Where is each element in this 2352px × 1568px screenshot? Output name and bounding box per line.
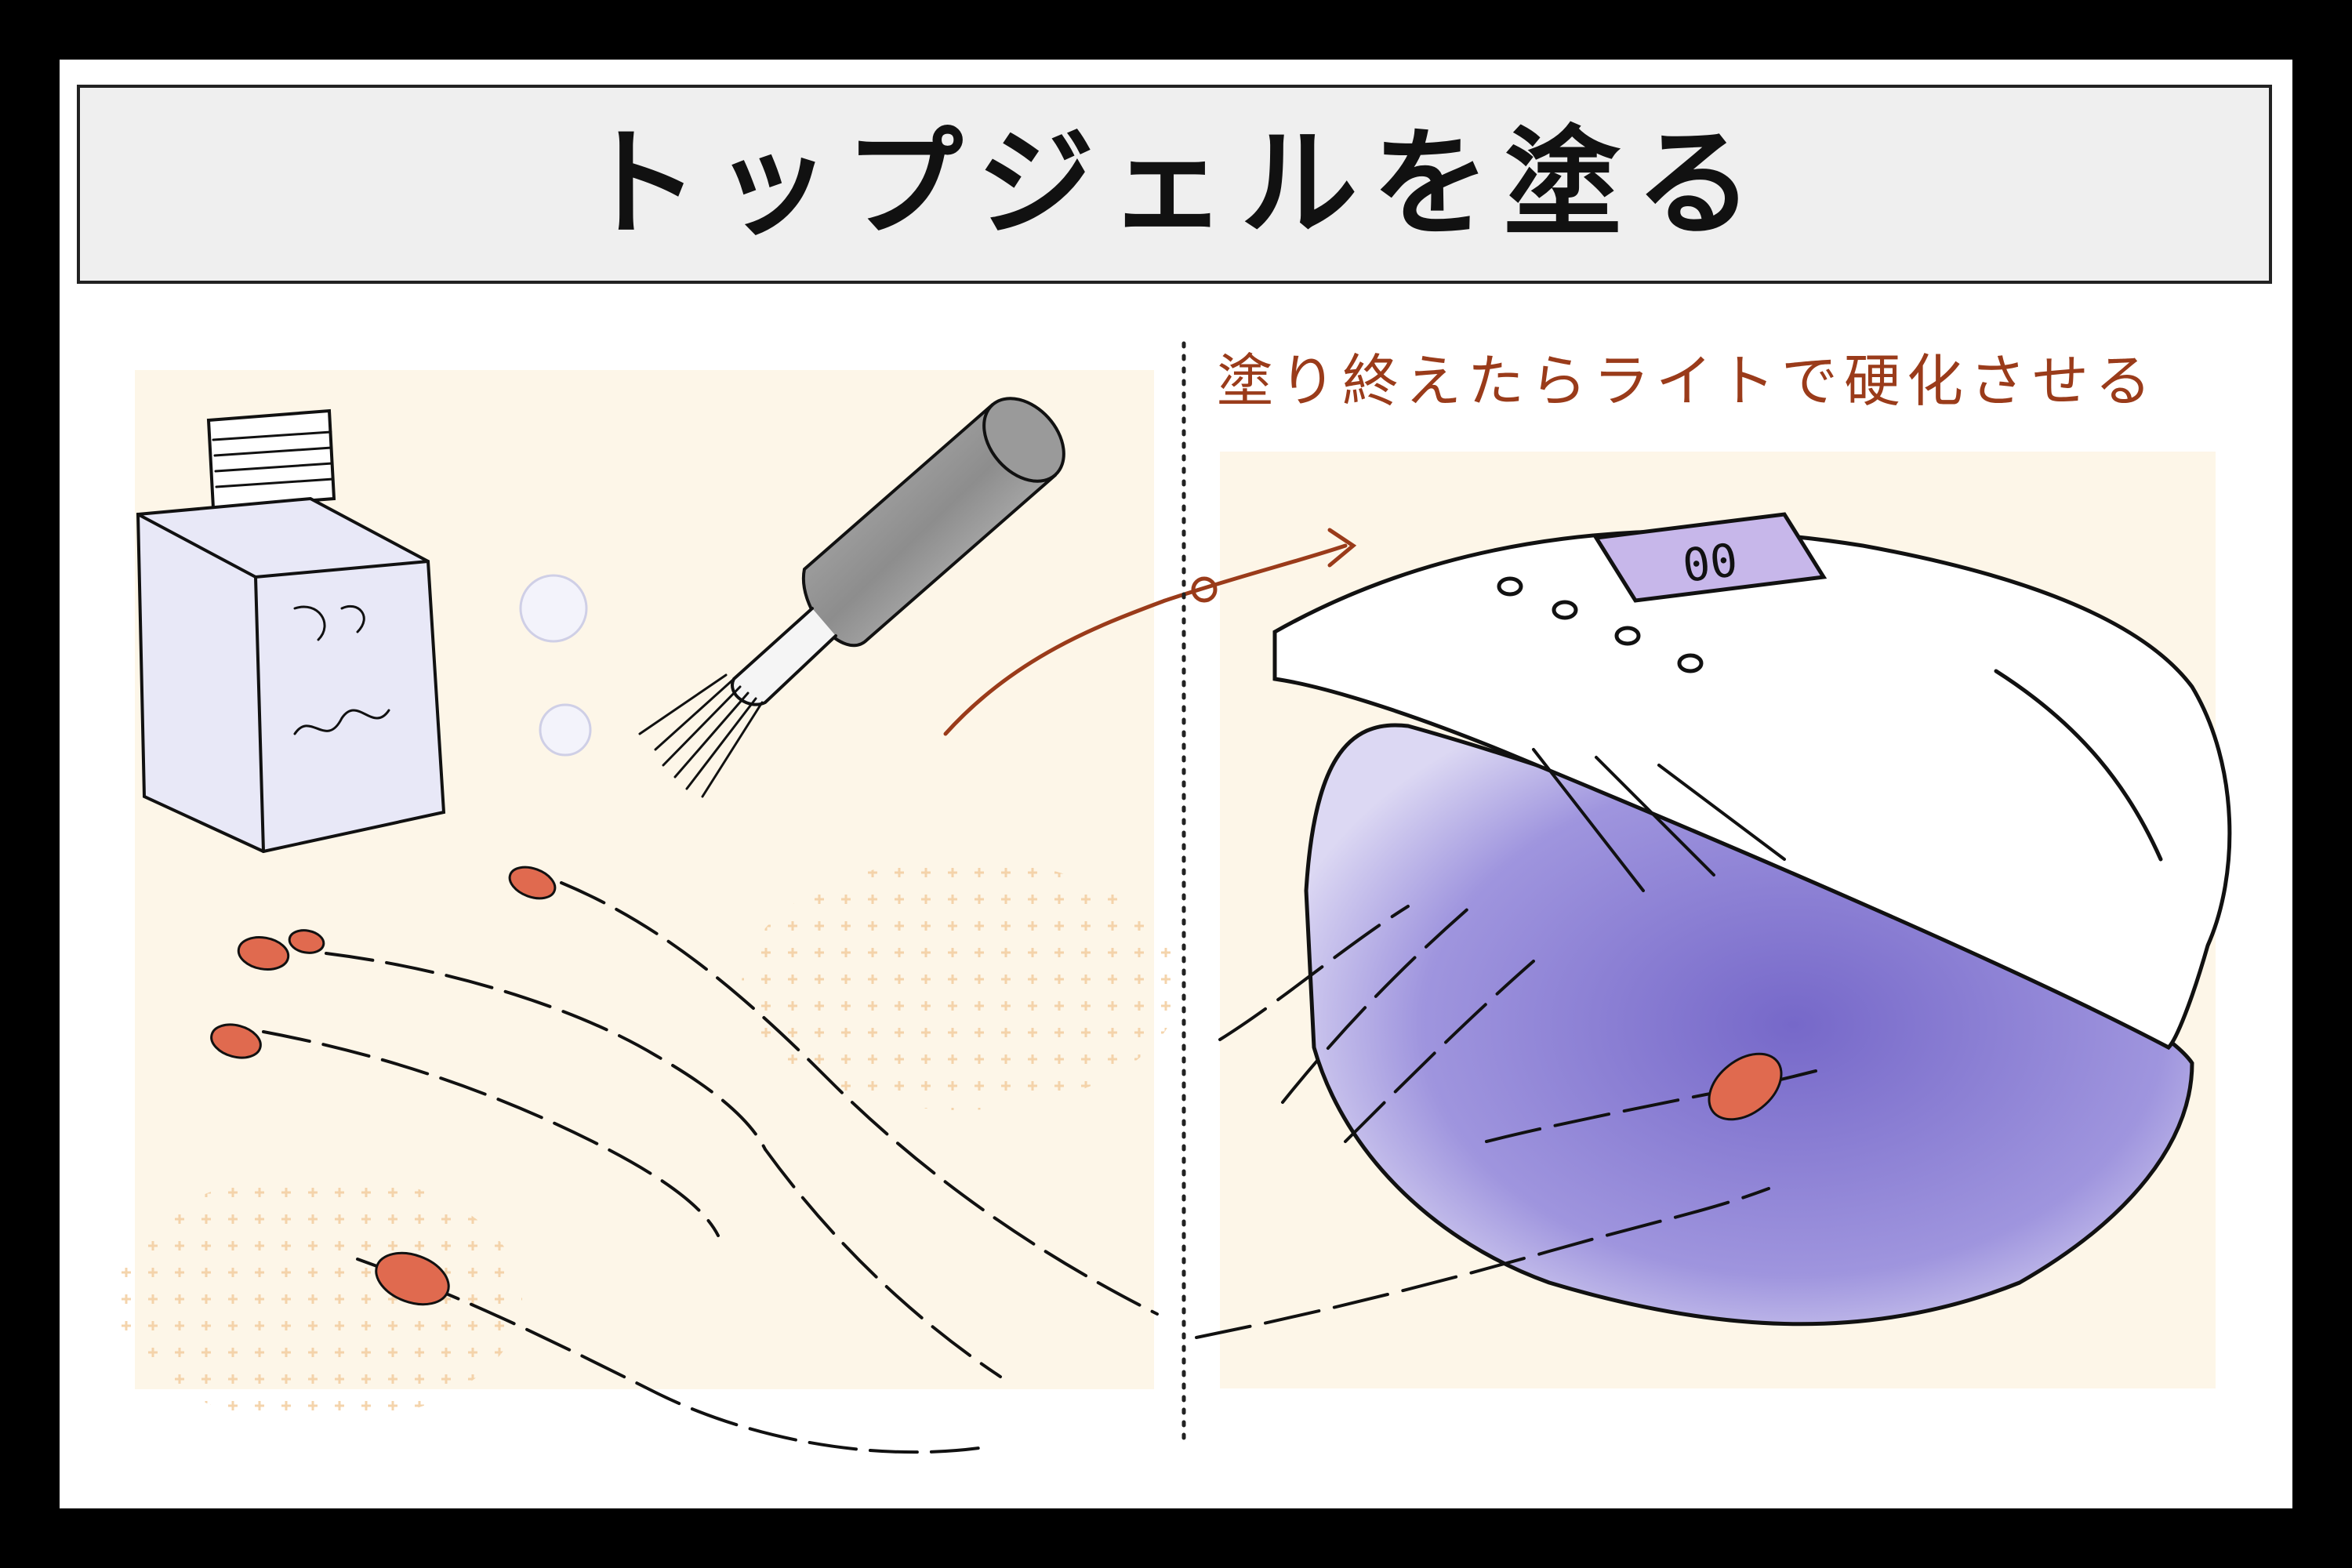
page-title: トップジェルを塗る [581, 116, 1767, 252]
left-hand-nails [210, 866, 557, 1306]
uv-lamp-icon [1272, 529, 2232, 1327]
lamp-button-1[interactable] [1497, 576, 1523, 597]
left-hand-icon [262, 881, 1159, 1454]
caption-text: 塗り終えたらライトで硬化させる [1217, 348, 2158, 414]
brush-icon [638, 397, 1065, 798]
lamp-button-3[interactable] [1614, 626, 1641, 646]
right-thumb-nail [1708, 1052, 1783, 1121]
lamp-display-text: 00 [1679, 533, 1740, 593]
lamp-button-2[interactable] [1552, 600, 1578, 620]
illustration-art: 00 [114, 341, 2232, 1454]
illustration-panel: 00 トップジェルを塗る 塗り終えたらライトで硬化させる [60, 60, 2292, 1508]
title-box: トップジェルを塗る [77, 85, 2272, 284]
curved-arrow-icon [943, 528, 1357, 736]
lamp-button-4[interactable] [1677, 653, 1704, 673]
gel-bottle-icon [136, 408, 592, 854]
dot-pattern-top [742, 859, 1181, 1110]
dot-pattern-bottom [114, 1173, 522, 1424]
lamp-display: 00 [1592, 512, 1828, 603]
lamp-buttons [1497, 576, 1704, 673]
